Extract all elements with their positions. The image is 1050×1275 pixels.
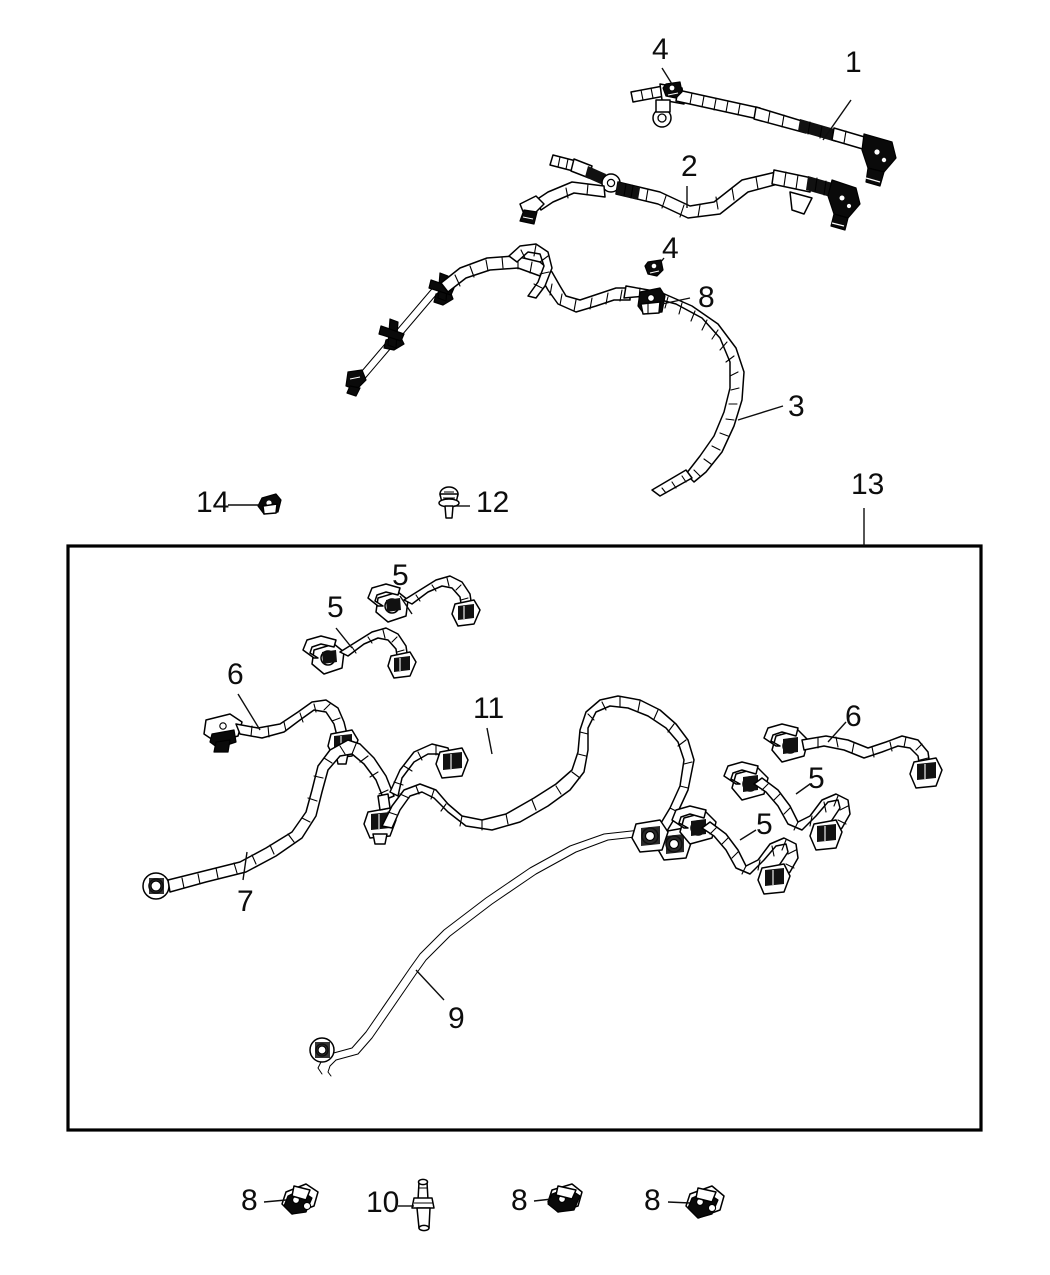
part-5-injector-tube-b[interactable] bbox=[302, 627, 417, 679]
leader-11 bbox=[486, 727, 493, 755]
part-10-connector-stud[interactable] bbox=[411, 1178, 435, 1232]
callout-label-5d[interactable]: 5 bbox=[756, 808, 773, 841]
leader-4a bbox=[661, 67, 673, 85]
leader-5b bbox=[335, 627, 353, 649]
group-box-13 bbox=[66, 544, 983, 1132]
leader-8b bbox=[263, 1199, 287, 1203]
part-2-fuel-supply-line-lower[interactable] bbox=[519, 154, 861, 231]
part-14-small-retainer-clip[interactable] bbox=[257, 493, 282, 515]
leader-6a bbox=[237, 693, 261, 731]
part-5-injector-tube-c[interactable] bbox=[723, 761, 851, 851]
callout-label-2[interactable]: 2 bbox=[681, 150, 698, 183]
callout-label-14[interactable]: 14 bbox=[196, 486, 230, 519]
callout-label-7[interactable]: 7 bbox=[237, 885, 254, 918]
callout-label-12[interactable]: 12 bbox=[476, 486, 510, 519]
leader-5c bbox=[795, 783, 811, 795]
part-8-mounting-clip-bottom-3[interactable] bbox=[685, 1185, 725, 1219]
leader-9 bbox=[415, 969, 445, 1001]
callout-label-10[interactable]: 10 bbox=[366, 1186, 400, 1219]
leader-6b bbox=[827, 721, 847, 743]
part-7-fuel-feed-line[interactable] bbox=[142, 739, 469, 900]
part-4-retainer-nut-upper[interactable] bbox=[662, 81, 683, 99]
part-6-injector-tube-right[interactable] bbox=[763, 723, 943, 789]
callout-label-8d[interactable]: 8 bbox=[644, 1184, 661, 1217]
part-8-mounting-clip-bottom-1[interactable] bbox=[281, 1183, 319, 1215]
part-5-injector-tube-d[interactable] bbox=[671, 805, 799, 895]
part-8-mounting-clip-bottom-2[interactable] bbox=[547, 1183, 583, 1213]
leader-7 bbox=[242, 851, 248, 881]
callout-label-3[interactable]: 3 bbox=[788, 390, 805, 423]
callout-label-1[interactable]: 1 bbox=[845, 46, 862, 79]
callout-label-5a[interactable]: 5 bbox=[392, 559, 409, 592]
callout-label-4b[interactable]: 4 bbox=[662, 232, 679, 265]
callout-label-11[interactable]: 11 bbox=[473, 692, 505, 725]
callout-label-6b[interactable]: 6 bbox=[845, 700, 862, 733]
callout-label-6a[interactable]: 6 bbox=[227, 658, 244, 691]
callout-label-13[interactable]: 13 bbox=[851, 468, 885, 501]
callout-label-5c[interactable]: 5 bbox=[808, 762, 825, 795]
part-1-fuel-supply-line-upper[interactable] bbox=[630, 83, 897, 187]
part-5-injector-tube-a[interactable] bbox=[367, 575, 481, 627]
leader-8a bbox=[661, 297, 691, 305]
callout-label-9[interactable]: 9 bbox=[448, 1002, 465, 1035]
callout-label-8c[interactable]: 8 bbox=[511, 1184, 528, 1217]
leader-8d bbox=[667, 1201, 691, 1204]
part-3-fuel-return-line[interactable] bbox=[345, 243, 745, 497]
leader-lines bbox=[228, 67, 852, 1207]
leader-3 bbox=[737, 405, 784, 421]
leader-8c bbox=[533, 1198, 553, 1202]
part-9-fuel-return-tube-long[interactable] bbox=[309, 819, 669, 1077]
callout-label-4a[interactable]: 4 bbox=[652, 33, 669, 66]
leader-5a bbox=[399, 595, 413, 615]
part-8-mounting-clip-mid[interactable] bbox=[637, 287, 666, 315]
callout-label-8a[interactable]: 8 bbox=[698, 281, 715, 314]
leader-1 bbox=[822, 99, 852, 141]
callout-label-5b[interactable]: 5 bbox=[327, 591, 344, 624]
part-12-flange-bolt[interactable] bbox=[438, 486, 460, 519]
leader-5d bbox=[739, 829, 757, 841]
callout-label-8b[interactable]: 8 bbox=[241, 1184, 258, 1217]
leader-4b bbox=[655, 257, 665, 269]
